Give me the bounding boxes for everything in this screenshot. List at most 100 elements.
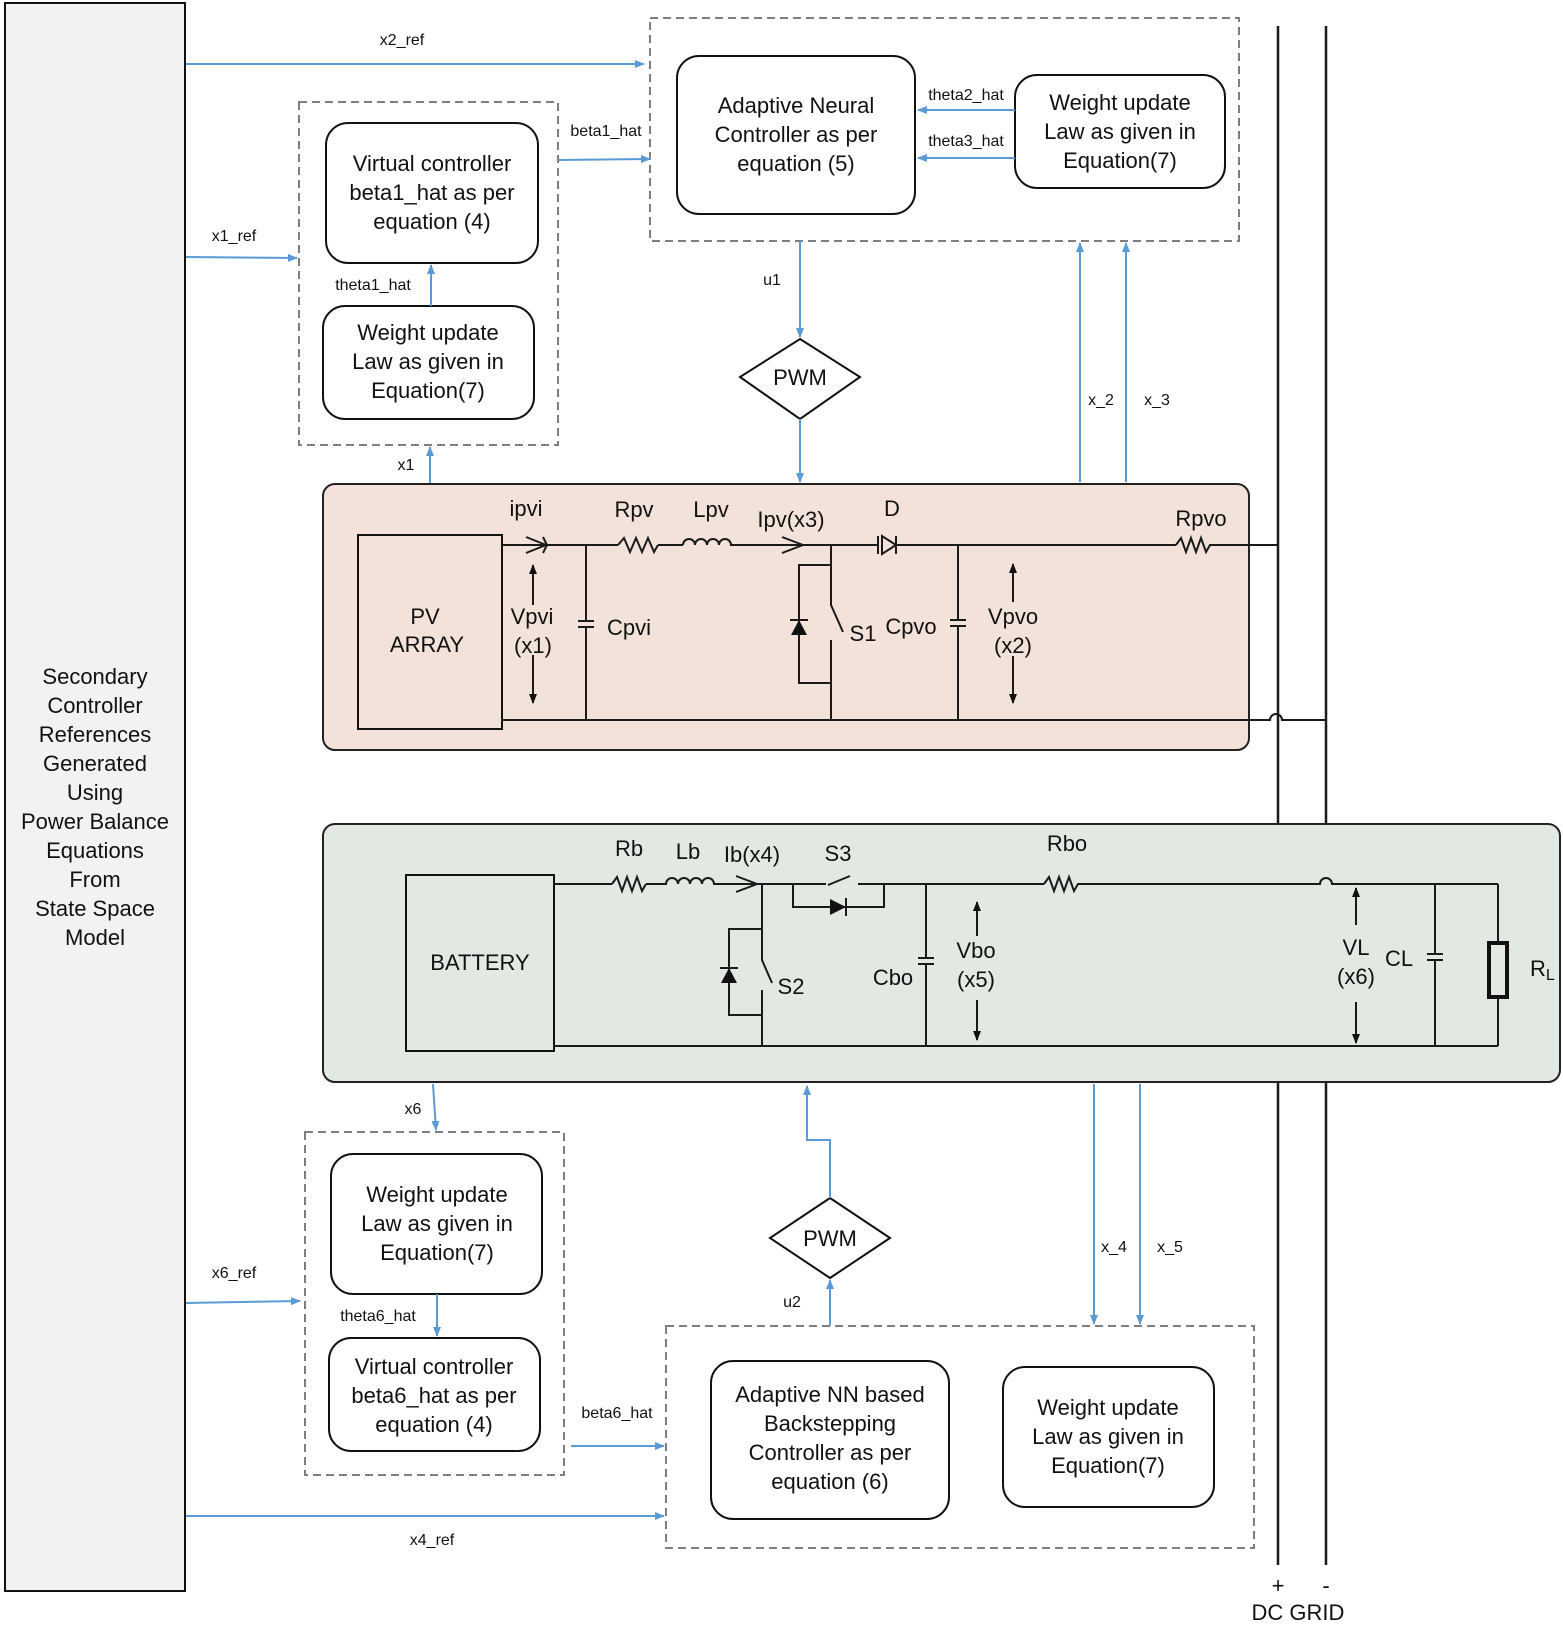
x-2-label: x_2 [1088,392,1114,409]
top-right-dashed-frame [649,17,1240,242]
weight-update-4-line3: Equation(7) [1051,1453,1165,1478]
u1-label: u1 [763,272,781,289]
weight-update-3-line3: Equation(7) [380,1240,494,1265]
s3-label: S3 [825,841,852,866]
x2-ref-label: x2_ref [380,32,425,49]
beta6-hat-label: beta6_hat [581,1405,653,1422]
vbo-line1: Vbo [956,938,995,963]
weight-update-2-line1: Weight update [1049,90,1190,115]
adaptive-nn-line3: Controller as per [749,1440,912,1465]
virtual-controller-6-box [328,1337,541,1452]
side-line-2: Controller [47,693,142,718]
s1-label: S1 [850,621,877,646]
rl-main: R [1530,956,1546,981]
pwm-2-label: PWM [803,1226,857,1251]
cl-label: CL [1385,946,1413,971]
load-resistor [1487,941,1509,999]
adaptive-neural-line2: Controller as per [715,122,878,147]
ipv-x3-label: Ipv(x3) [757,507,824,532]
side-line-5: Using [67,780,123,805]
rl-label: RL [1530,956,1555,984]
ib-x4-label: Ib(x4) [724,842,780,867]
x-4-label: x_4 [1101,1239,1127,1256]
vl-line2: (x6) [1337,964,1375,989]
theta3-hat-label: theta3_hat [928,133,1004,150]
vl-line1: VL [1343,935,1370,960]
pwm-1-label: PWM [773,365,827,390]
weight-update-1-line1: Weight update [357,320,498,345]
adaptive-nn-line2: Backstepping [764,1411,896,1436]
x-5-label: x_5 [1157,1239,1183,1256]
rpv-label: Rpv [614,497,653,522]
virtual-controller-1-line1: Virtual controller [353,151,512,176]
virtual-controller-6-line2: beta6_hat as per [351,1383,516,1408]
battery-circuit-panel: BATTERY Rb Lb Ib(x4) S3 [322,823,1561,1083]
weight-update-2-box [1014,74,1226,189]
battery-label: BATTERY [430,950,530,975]
beta1-hat-label: beta1_hat [570,123,642,140]
weight-update-4-box [1002,1366,1215,1508]
vpvi-line2: (x1) [514,633,552,658]
ipvi-label: ipvi [509,496,542,521]
virtual-controller-1-line2: beta1_hat as per [349,180,514,205]
cpvo-label: Cpvo [885,614,936,639]
grid-minus: - [1322,1573,1329,1598]
diode-d-label: D [884,496,900,521]
weight-update-4-line2: Law as given in [1032,1424,1184,1449]
pv-array-block [357,534,503,730]
cbo-label: Cbo [873,965,913,990]
side-line-1: Secondary [42,664,147,689]
adaptive-neural-line1: Adaptive Neural [718,93,875,118]
u2-label: u2 [783,1294,801,1311]
secondary-controller-panel: Secondary Controller References Generate… [4,2,186,1592]
adaptive-neural-line3: equation (5) [737,151,854,176]
x6-ref-label: x6_ref [212,1265,257,1282]
pv-array-line1: PV [410,604,440,629]
virtual-controller-1-box [325,122,539,264]
bottom-signal-arrows: x6 x6_ref theta6_hat beta6_hat x4_ref u2… [185,1083,1183,1549]
theta2-hat-label: theta2_hat [928,87,1004,104]
rbo-label: Rbo [1047,831,1087,856]
side-line-7: Equations [46,838,144,863]
top-signal-arrows: x2_ref x1_ref beta1_hat theta1_hat theta… [185,32,1170,483]
adaptive-neural-box [676,55,916,215]
vpvo-line2: (x2) [994,633,1032,658]
lb-label: Lb [676,839,700,864]
rb-label: Rb [615,836,643,861]
theta6-hat-label: theta6_hat [340,1308,416,1325]
bottom-left-dashed-frame [304,1131,565,1476]
adaptive-nn-line4: equation (6) [771,1469,888,1494]
side-line-4: Generated [43,751,147,776]
pwm-2-diamond [768,1196,892,1280]
weight-update-1-line3: Equation(7) [371,378,485,403]
side-line-10: Model [65,925,125,950]
s2-label: S2 [778,974,805,999]
vbo-line2: (x5) [957,967,995,992]
weight-update-3-line2: Law as given in [361,1211,513,1236]
side-line-3: References [39,722,152,747]
top-controller-group: Virtual controller beta1_hat as per equa… [298,17,1240,446]
x1-ref-label: x1_ref [212,228,257,245]
side-line-6: Power Balance [21,809,169,834]
theta1-hat-label: theta1_hat [335,277,411,294]
vpvo-line1: Vpvo [988,604,1038,629]
dc-grid-bus: + - DC GRID [1252,26,1344,1625]
x4-ref-label: x4_ref [410,1532,455,1549]
grid-plus: + [1272,1573,1285,1598]
pv-circuit-panel: PV ARRAY ipvi Rpv Lpv Ipv(x3) D [322,483,1326,751]
bottom-controller-group: Weight update Law as given in Equation(7… [304,1131,1255,1549]
x6-label: x6 [405,1101,422,1118]
rl-subscript: L [1546,967,1555,984]
weight-update-1-line2: Law as given in [352,349,504,374]
battery-block [405,874,555,1052]
lpv-label: Lpv [693,497,728,522]
x-3-label: x_3 [1144,392,1170,409]
adaptive-nn-line1: Adaptive NN based [735,1382,925,1407]
weight-update-2-line2: Law as given in [1044,119,1196,144]
pv-array-line2: ARRAY [390,632,464,657]
rpvo-label: Rpvo [1175,506,1226,531]
vpvi-line1: Vpvi [511,604,554,629]
side-line-8: From [69,867,120,892]
x1-label: x1 [398,457,415,474]
